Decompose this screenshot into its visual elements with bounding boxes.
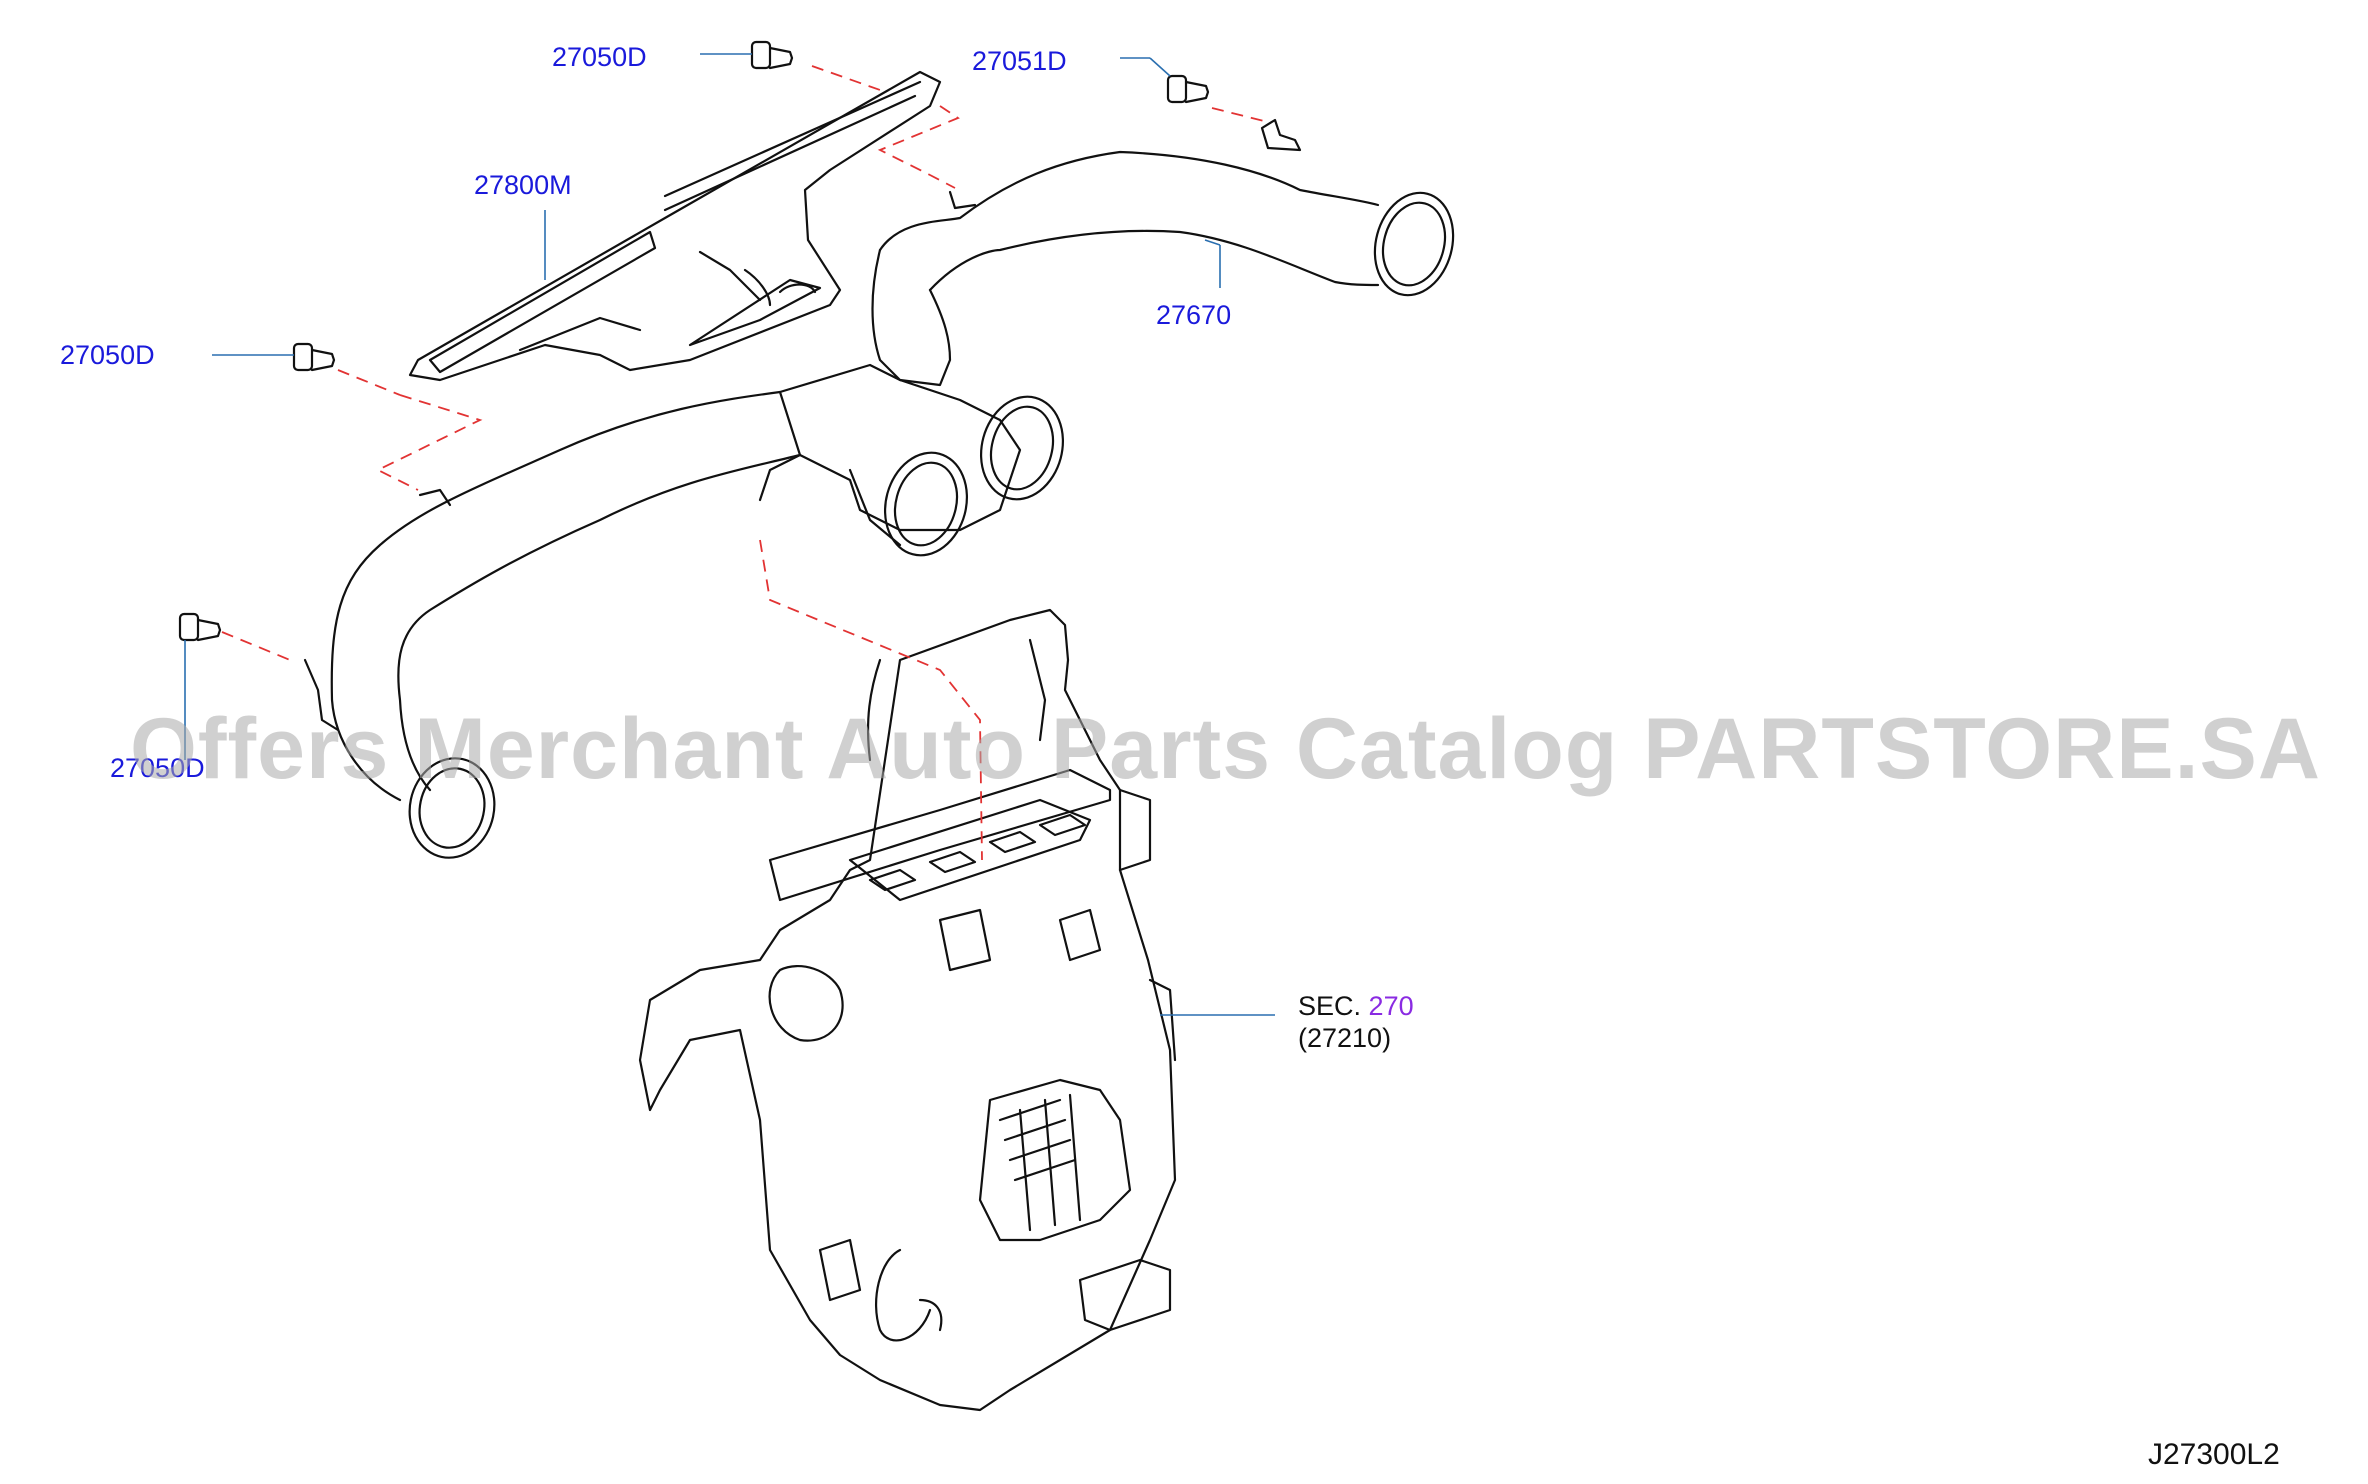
- section-reference[interactable]: SEC. 270 (27210): [1298, 990, 1414, 1055]
- section-number-link[interactable]: 270: [1368, 991, 1414, 1021]
- bolt-right-icon: [1166, 74, 1210, 104]
- label-bolt-left: 27050D: [60, 340, 155, 370]
- bolt-left-icon: [292, 342, 336, 372]
- watermark: Offers Merchant Auto Parts Catalog PARTS…: [130, 701, 2321, 797]
- left-duct: [303, 390, 802, 859]
- leader-lines: [184, 53, 1275, 1016]
- label-bolt-bottom-left: 27050D: [110, 753, 205, 783]
- hvac-unit: [638, 608, 1177, 1412]
- bolt-top-icon: [750, 40, 794, 70]
- diagram-code: J27300L2: [2148, 1438, 2280, 1471]
- bolt-bottom-left-icon: [178, 612, 222, 642]
- defroster-grille-duct: [408, 70, 942, 382]
- section-prefix: SEC.: [1298, 991, 1362, 1021]
- label-bolt-right: 27051D: [972, 46, 1067, 76]
- label-grille-duct: 27800M: [474, 170, 572, 200]
- center-vent-block: [758, 248, 1065, 557]
- label-bolt-top: 27050D: [552, 42, 647, 72]
- label-duct-right: 27670: [1156, 300, 1232, 330]
- dashed-connectors: [221, 65, 1269, 861]
- section-sub: (27210): [1298, 1023, 1392, 1054]
- right-duct: [878, 118, 1455, 297]
